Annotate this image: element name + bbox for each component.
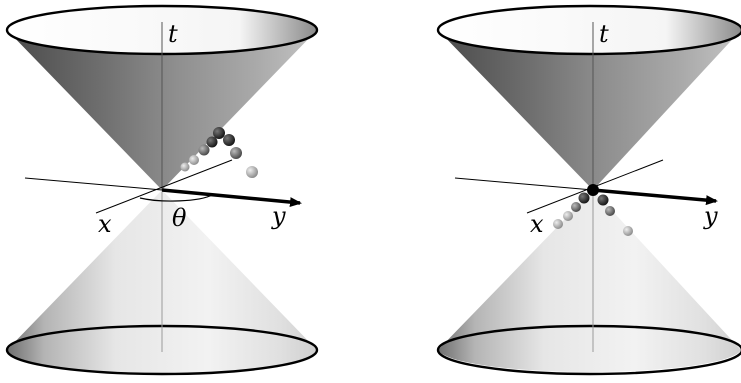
particle <box>206 136 218 148</box>
t-axis-label: t <box>599 20 609 48</box>
particle <box>180 162 190 172</box>
panel-right: t x y <box>436 4 741 376</box>
theta-label: θ <box>172 204 187 232</box>
particle <box>230 147 242 159</box>
past-cone-base <box>436 324 741 376</box>
particle <box>605 206 615 216</box>
particle <box>553 219 563 229</box>
particle-trajectory <box>553 184 633 236</box>
particle <box>578 192 590 204</box>
y-axis-label: y <box>271 202 286 230</box>
horizontal-axis <box>454 177 594 191</box>
particle <box>213 127 225 139</box>
future-cone-cap <box>436 4 741 56</box>
theta-arc <box>139 194 213 202</box>
x-axis <box>95 159 233 214</box>
particle <box>198 144 210 156</box>
particle <box>597 194 609 206</box>
x-axis-label: x <box>530 210 544 238</box>
particle <box>623 226 633 236</box>
y-axis-label: y <box>703 202 718 230</box>
y-axis-arrow <box>161 188 302 208</box>
future-cone <box>438 30 741 190</box>
x-axis-label: x <box>98 210 112 238</box>
origin-particle <box>587 184 599 196</box>
particle <box>563 211 573 221</box>
past-cone <box>438 190 741 373</box>
particle <box>571 202 581 212</box>
horizontal-axis <box>24 177 163 191</box>
particle-trajectory <box>180 127 258 178</box>
particle <box>189 155 199 165</box>
t-axis-label: t <box>168 20 178 48</box>
y-axis-arrow <box>592 188 718 206</box>
particle <box>246 166 258 178</box>
particle <box>223 134 235 146</box>
panel-left: t x y θ <box>5 4 319 376</box>
